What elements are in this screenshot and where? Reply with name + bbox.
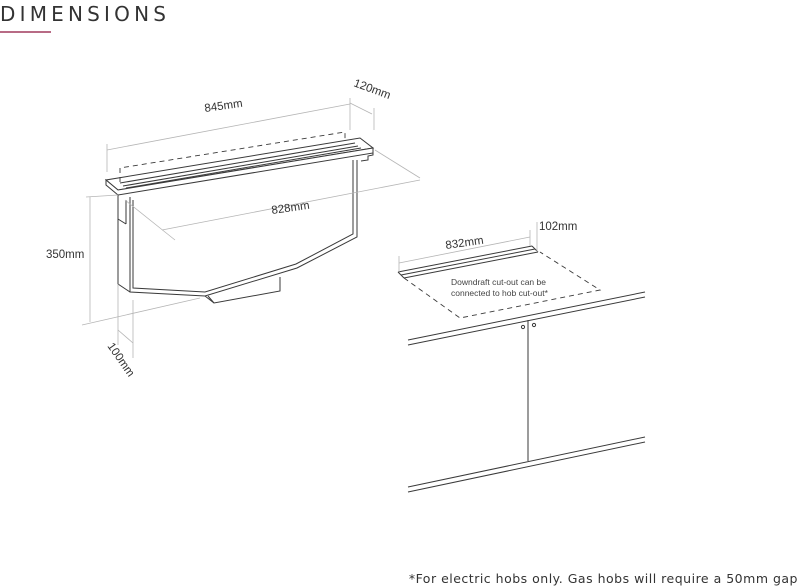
downdraft-top-guide — [119, 131, 346, 182]
cutout-note-line1: Downdraft cut-out can be — [451, 277, 546, 287]
footnote: *For electric hobs only. Gas hobs will r… — [408, 571, 798, 586]
cutout-dimension-lines — [398, 222, 538, 272]
cutout-depth-102-label: 102mm — [539, 221, 577, 233]
page-title: DIMENSIONS — [0, 2, 171, 26]
cutout-width-832-label: 832mm — [445, 235, 485, 252]
hob-cutout-outline — [403, 251, 602, 319]
height-350-label: 350mm — [46, 249, 84, 261]
downdraft-dimension-lines — [81, 98, 421, 358]
cutout-drawing — [397, 245, 646, 493]
width-845-label: 845mm — [204, 98, 244, 115]
title-accent-underline — [0, 31, 51, 33]
cutout-note-line2: connected to hob cut-out* — [451, 288, 549, 298]
bracket-depth-100-label: 100mm — [105, 341, 137, 379]
depth-120-label: 120mm — [352, 78, 392, 102]
inner-width-828-label: 828mm — [271, 200, 311, 217]
downdraft-unit-drawing — [104, 137, 375, 304]
